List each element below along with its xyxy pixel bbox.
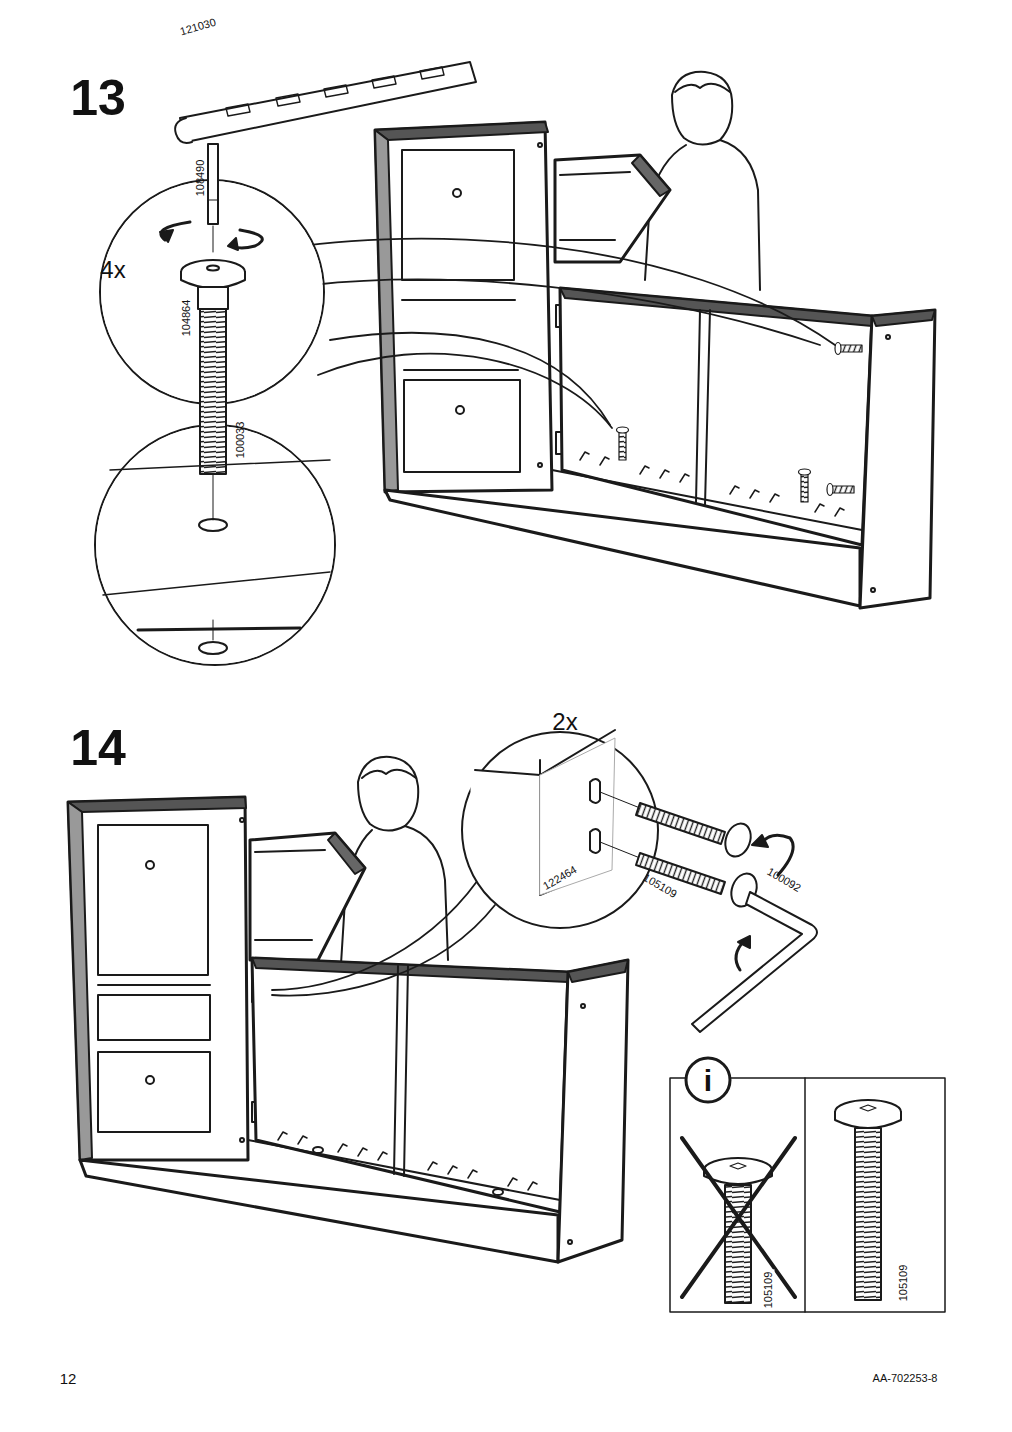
part-number: 100033: [235, 422, 246, 459]
part-number: 121030: [179, 17, 217, 38]
page-number: 12: [60, 1371, 77, 1386]
quantity: 4x: [100, 258, 125, 282]
part-number: 122464: [541, 864, 578, 892]
step-number: 13: [70, 73, 126, 123]
part-number: 105109: [898, 1265, 909, 1302]
part-number: 108490: [195, 160, 206, 197]
part-number: 105109: [762, 1270, 775, 1311]
document-code: AA-702253-8: [873, 1373, 938, 1384]
part-number: 100092: [765, 866, 802, 894]
quantity: 2x: [552, 710, 577, 734]
info-icon: i: [704, 1066, 712, 1096]
part-number: 105109: [641, 872, 678, 900]
part-number: 104864: [181, 300, 192, 337]
step-number: 14: [70, 723, 126, 773]
